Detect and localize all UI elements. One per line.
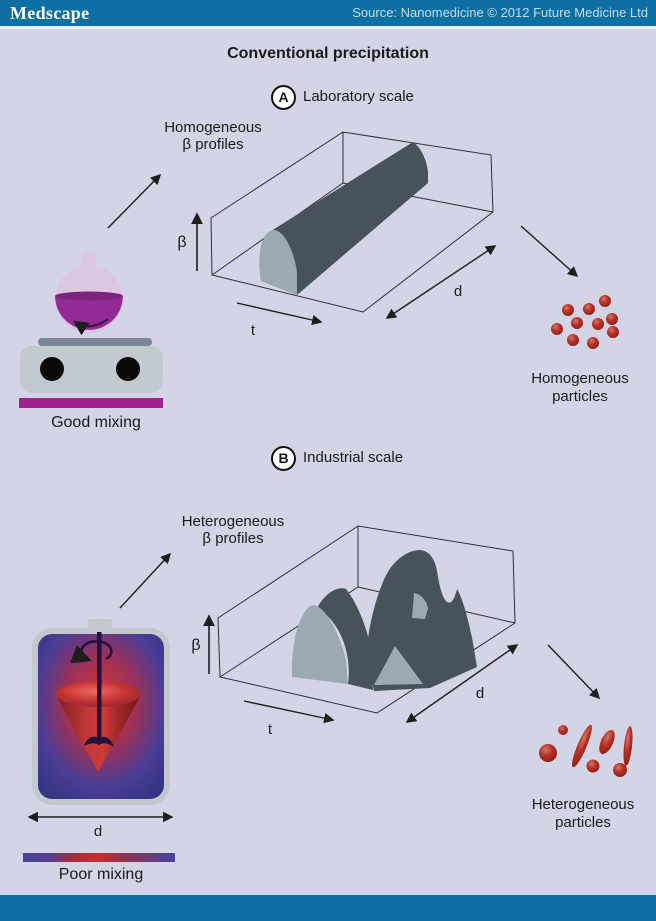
axis-t-label-b: t <box>267 721 273 738</box>
panel-a-badge: A <box>271 85 296 110</box>
particle <box>567 334 579 346</box>
panel-b-graphics <box>23 525 633 862</box>
axis-t-b <box>243 700 335 724</box>
axis-d-b <box>405 644 519 723</box>
source-credit: Source: Nanomedicine © 2012 Future Medic… <box>352 5 648 20</box>
impeller <box>84 736 114 747</box>
particle <box>592 318 604 330</box>
flask <box>55 252 123 336</box>
medscape-logo: Medscape <box>10 3 90 23</box>
arrow-vessel-to-profiles <box>119 552 172 609</box>
good-mixing-label: Good mixing <box>51 414 141 431</box>
particle <box>623 726 633 766</box>
axis-d-label-a: d <box>453 283 463 300</box>
heterogeneous-particles-label: Heterogeneous particles <box>531 796 635 831</box>
stir-arrow <box>73 318 109 336</box>
homogeneous-profile-front-face <box>259 229 297 295</box>
particle <box>551 323 563 335</box>
panel-a-graphics <box>19 131 619 408</box>
axis-t-a <box>236 302 323 326</box>
panel-b-badge: B <box>271 446 296 471</box>
header-bar <box>0 0 656 26</box>
axis-beta-label-a: β <box>177 234 187 251</box>
hot-plate <box>19 338 163 408</box>
particle <box>599 295 611 307</box>
particle <box>571 317 583 329</box>
arrow-flask-to-profiles <box>107 173 162 229</box>
panel-a-scale-label: Laboratory scale <box>303 88 414 105</box>
poor-mixing-gradient-bar <box>23 853 175 862</box>
panel-b-profiles-label: Heterogeneous β profiles <box>181 513 285 547</box>
axis-beta-label-b: β <box>191 637 201 654</box>
panel-a-profiles-label: Homogeneous β profiles <box>164 119 262 153</box>
arrow-box-to-particles-b <box>547 644 601 700</box>
particle <box>606 313 618 325</box>
rotation-arrow <box>70 640 113 664</box>
heterogeneous-particles <box>539 724 633 777</box>
particle <box>586 759 600 773</box>
vessel-diameter-label: d <box>93 823 103 840</box>
particle <box>539 744 557 762</box>
homogeneous-profile-solid-body <box>259 142 428 295</box>
footer-bar <box>0 895 656 921</box>
particle <box>583 303 595 315</box>
stirrer-shaft <box>97 632 102 744</box>
arrow-box-to-particles-a <box>520 225 579 278</box>
header-divider <box>0 26 656 29</box>
particle <box>562 304 574 316</box>
particle <box>613 763 627 777</box>
stirred-vessel <box>32 619 170 805</box>
poor-mixing-label: Poor mixing <box>58 866 144 883</box>
particle <box>599 729 615 755</box>
homogeneous-particles <box>551 295 619 349</box>
axis-t-label-a: t <box>250 322 256 339</box>
panel-b-scale-label: Industrial scale <box>303 449 404 466</box>
homogeneous-particles-label: Homogeneous particles <box>531 370 629 405</box>
particle <box>572 724 592 768</box>
axis-d-a <box>385 245 497 319</box>
heterogeneous-profile-solids <box>291 550 477 691</box>
particle <box>607 326 619 338</box>
particle <box>558 725 568 735</box>
figure-title: Conventional precipitation <box>227 45 429 62</box>
particle <box>587 337 599 349</box>
axis-d-label-b: d <box>475 685 485 702</box>
